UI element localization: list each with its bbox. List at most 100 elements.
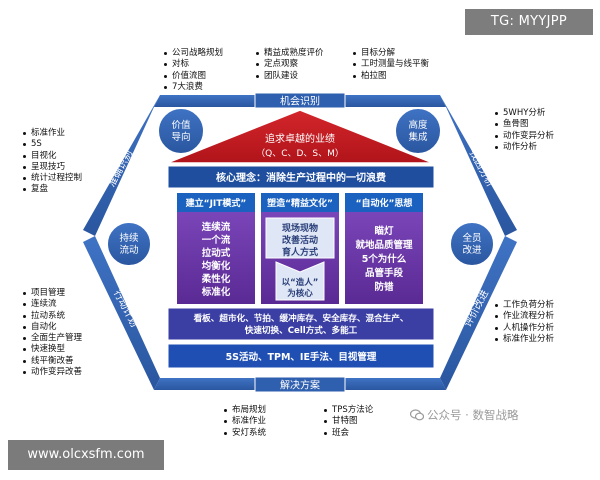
frame-upper-left-label: 准确识别 — [105, 148, 135, 189]
pillar-left-title: 建立“JIT模式” — [186, 197, 247, 209]
list-item: 项目管理 — [22, 288, 82, 299]
list-item: 7大浪费 — [163, 82, 223, 93]
list-item: 5WHY分析 — [494, 108, 554, 119]
pillar-mid-title: 塑造“精益文化” — [267, 197, 333, 209]
frame-upper-right-segment — [440, 95, 517, 236]
list-item: 布局规划 — [223, 405, 266, 416]
frame-lower-right-segment — [440, 236, 517, 390]
list-item: 动作变异分析 — [494, 131, 554, 142]
list-right-upper: 5WHY分析鱼骨图动作变异分析动作分析 — [494, 108, 554, 153]
text-line: 以“造人” — [282, 277, 319, 288]
roof — [166, 109, 434, 164]
list-bottom-b: TPS方法论甘特图班会 — [323, 405, 373, 439]
foundation-text: 5S活动、TPM、IE手法、目视管理 — [226, 351, 377, 363]
text-line: 改善活动 — [282, 234, 318, 246]
list-item: 标准作业 — [22, 128, 82, 139]
frame-upper-left-segment — [83, 95, 160, 236]
list-item: 复盘 — [22, 184, 82, 195]
list-right-lower: 工作负荷分析作业流程分析人机操作分析标准作业分析 — [494, 300, 554, 345]
list-item: TPS方法论 — [323, 405, 373, 416]
text-line: 快速切换、Cell方式、多能工 — [245, 324, 358, 336]
watermark-wechat-text: 公众号 · 数智战略 — [427, 408, 519, 422]
list-item: 拉动系统 — [22, 311, 82, 322]
list-item: 工作负荷分析 — [494, 300, 554, 311]
text-line: 持续 — [119, 232, 139, 244]
pillar-right-body — [345, 212, 423, 304]
list-item: 作业流程分析 — [494, 311, 554, 322]
list-item: 动作变异改善 — [22, 367, 82, 378]
list-bottom-a: 布局规划标准作业安灯系统 — [223, 405, 266, 439]
list-top-c: 目标分解工时测量与线平衡柏拉图 — [352, 48, 429, 82]
list-item: 线平衡改善 — [22, 356, 82, 367]
frame-bottom-label-box — [254, 376, 346, 393]
list-item: 班会 — [323, 428, 373, 439]
list-item: 目标分解 — [352, 48, 429, 59]
text-line: 价值 — [171, 119, 191, 131]
watermark-site: www.olcxsfm.com — [8, 440, 164, 470]
list-item: 标准作业分析 — [494, 334, 554, 345]
text-line: 就地品质管理 — [355, 239, 413, 251]
corner-circle-top-right: 高度集成 — [394, 107, 442, 155]
pillar-right-title-box — [345, 193, 423, 212]
text-line: 全员 — [462, 232, 481, 244]
list-item: 标准作业 — [223, 416, 266, 427]
pillar-mid-inner-box — [265, 217, 335, 259]
list-item: 定点观察 — [255, 59, 324, 70]
hexagon-frame — [83, 95, 517, 390]
pillar-mid-box-text: 现场现物改善活动育人方式 — [282, 222, 318, 258]
pillar-left-body — [177, 212, 255, 304]
corner-mid-right-text: 全员改进 — [462, 232, 482, 256]
pillar-right-title: “自动化”思想 — [356, 197, 413, 209]
corner-mid-left-text: 持续流动 — [119, 232, 139, 256]
text-line: 瞄灯 — [374, 225, 394, 237]
list-item: 5S — [22, 139, 82, 150]
list-item: 自动化 — [22, 322, 82, 333]
pillar-left-items: 连续流一个流拉动式均衡化柔性化标准化 — [201, 221, 231, 298]
text-line: 防错 — [374, 281, 394, 293]
frame-top-label: 机会识别 — [280, 95, 320, 108]
frame-lower-left-segment — [83, 236, 160, 390]
pillar-mid-arrow — [275, 261, 325, 301]
frame-top-label-box — [254, 92, 346, 109]
corner-circle-mid-left: 持续流动 — [106, 221, 152, 267]
text-line: 一个流 — [202, 234, 231, 246]
list-item: 对标 — [163, 59, 223, 70]
tools-bar — [167, 307, 435, 341]
text-line: 导向 — [171, 131, 190, 143]
list-item: 统计过程控制 — [22, 173, 82, 184]
list-item: 鱼骨图 — [494, 119, 554, 130]
list-item: 全面生产管理 — [22, 333, 82, 344]
text-line: 柔性化 — [201, 273, 231, 285]
text-line: 拉动式 — [202, 247, 231, 259]
text-line: 高度 — [408, 119, 428, 131]
text-line: 5个为什么 — [362, 253, 407, 265]
text-line: 集成 — [408, 131, 428, 143]
watermark-wechat: 公众号 · 数智战略 — [410, 407, 518, 423]
text-line: 育人方式 — [282, 246, 318, 258]
list-item: 团队建设 — [255, 71, 324, 82]
corner-circle-mid-right: 全员改进 — [449, 221, 495, 267]
text-line: 改进 — [462, 244, 482, 256]
list-top-b: 精益成熟度评价定点观察团队建设 — [255, 48, 324, 82]
text-line: 流动 — [119, 244, 138, 256]
core-concept-text: 核心理念：消除生产过程中的一切浪费 — [216, 171, 386, 184]
corner-top-right-text: 高度集成 — [408, 119, 428, 143]
core-concept-bar — [167, 165, 435, 189]
text-line: 为核心 — [287, 288, 313, 299]
corner-circle-top-left: 价值导向 — [157, 107, 205, 155]
list-item: 甘特图 — [323, 416, 373, 427]
list-item: 价值流图 — [163, 71, 223, 82]
text-line: 看板、超市化、节拍、缓冲库存、安全库存、混合生产、 — [194, 312, 409, 324]
list-item: 工时测量与线平衡 — [352, 59, 429, 70]
wechat-icon — [410, 409, 424, 421]
watermark-tg: TG: MYYJPP — [465, 9, 593, 35]
frame-bottom-label: 解决方案 — [280, 379, 320, 392]
foundation-bar — [167, 343, 435, 369]
corner-top-left-text: 价值导向 — [171, 119, 191, 143]
list-item: 柏拉图 — [352, 71, 429, 82]
text-line: 连续流 — [202, 221, 231, 233]
